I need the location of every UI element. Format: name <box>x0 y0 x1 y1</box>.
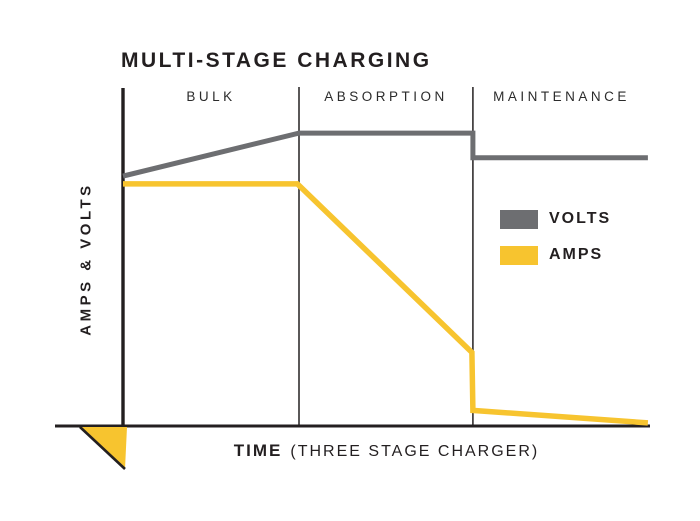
stage-label-maintenance: MAINTENANCE <box>493 89 630 104</box>
legend-entry-volts: VOLTS <box>500 209 611 229</box>
volts-line <box>122 130 648 179</box>
amps-line <box>123 181 649 426</box>
stage-label-bulk: BULK <box>186 89 236 104</box>
chart-title: MULTI-STAGE CHARGING <box>121 49 432 72</box>
amps-swatch-icon <box>500 245 538 265</box>
volts-swatch-icon <box>500 209 538 229</box>
legend-label-amps: AMPS <box>549 246 604 263</box>
legend: VOLTS AMPS <box>500 209 611 281</box>
axis-corner-triangle-edge <box>79 426 126 470</box>
x-axis-label-main: TIME <box>233 441 283 460</box>
y-axis-label: AMPS & VOLTS <box>77 182 95 336</box>
legend-label-volts: VOLTS <box>549 210 612 227</box>
x-axis-label: TIME (THREE STAGE CHARGER) <box>123 441 650 461</box>
legend-entry-amps: AMPS <box>500 245 611 265</box>
stage-label-absorption: ABSORPTION <box>324 89 448 104</box>
x-axis-label-note: (THREE STAGE CHARGER) <box>290 443 540 460</box>
